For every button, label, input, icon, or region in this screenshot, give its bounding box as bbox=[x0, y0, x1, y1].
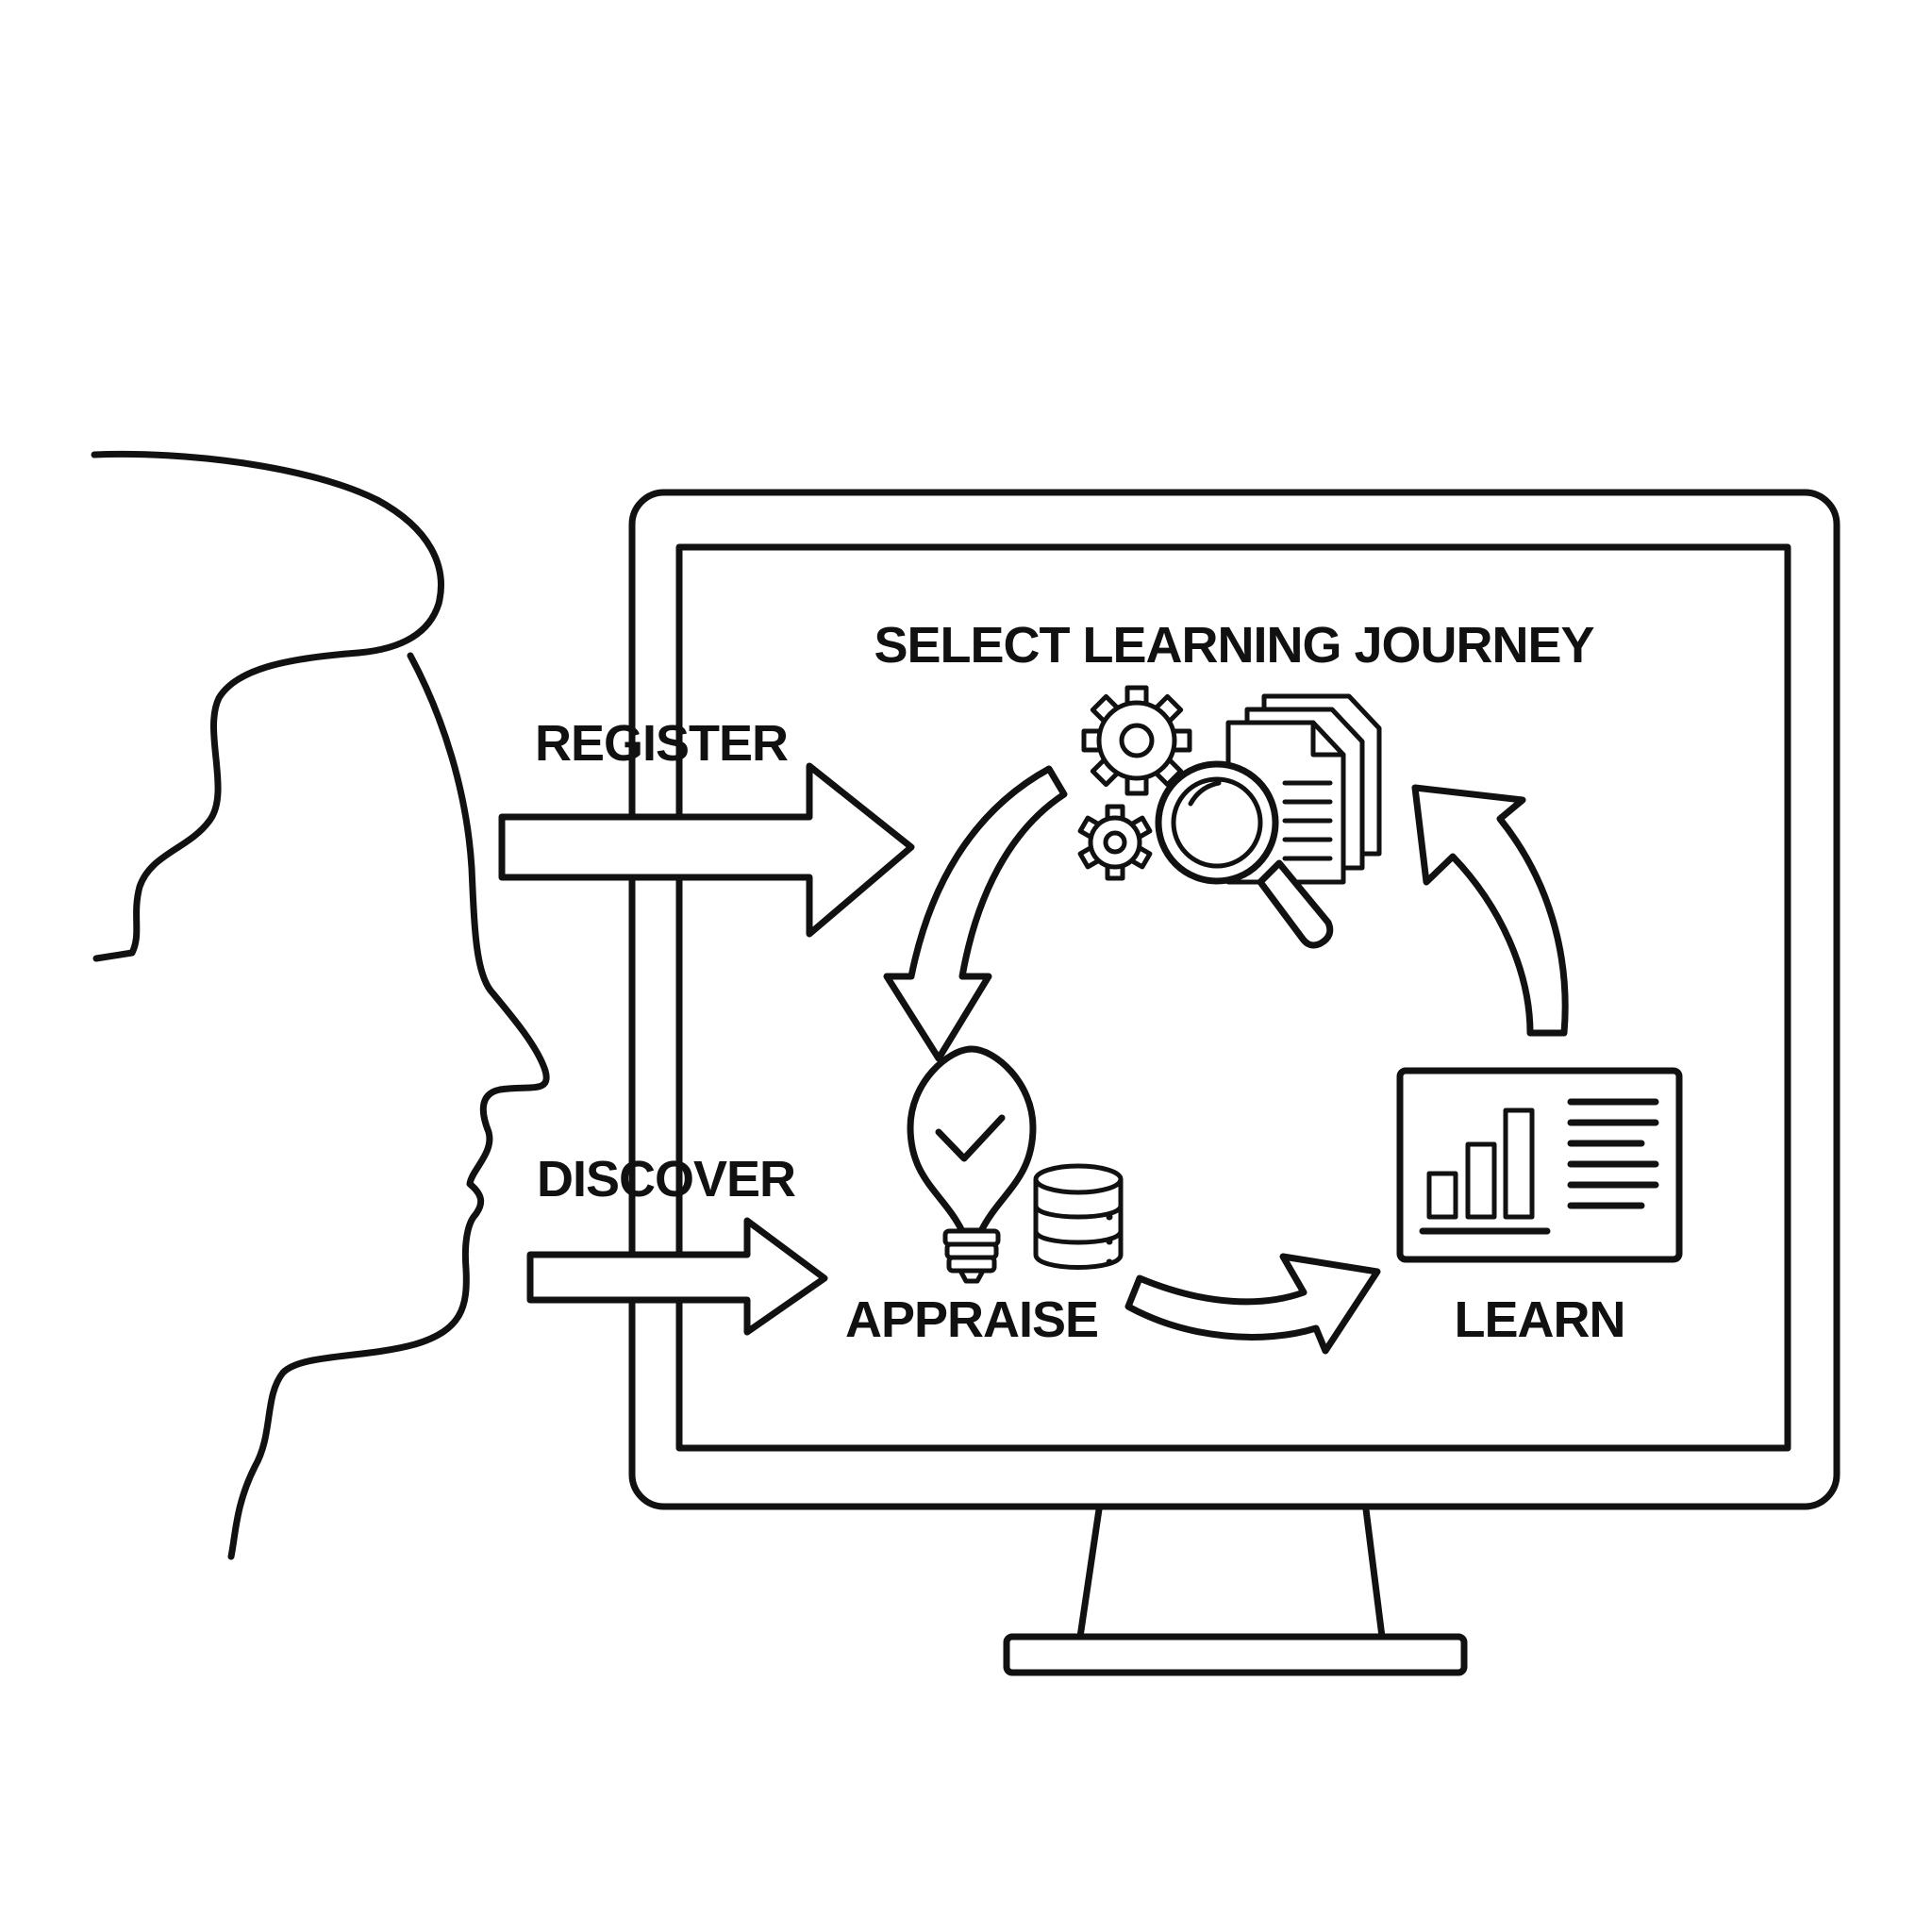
cycle-arrow-appraise-to-learn bbox=[1124, 1253, 1381, 1355]
cycle-arrow-search-to-appraise bbox=[883, 765, 1068, 1062]
register-label[interactable]: REGISTER bbox=[535, 715, 789, 772]
monitor-icon bbox=[628, 489, 1840, 1676]
register-arrow[interactable] bbox=[498, 762, 915, 938]
screen-title: SELECT LEARNING JOURNEY bbox=[874, 617, 1594, 674]
bar-chart-report-icon bbox=[1396, 1067, 1683, 1263]
lightbulb-check-database-icon bbox=[907, 1045, 1124, 1284]
appraise-label: APPRAISE bbox=[845, 1291, 1098, 1348]
discover-label[interactable]: DISCOVER bbox=[537, 1151, 796, 1208]
discover-arrow[interactable] bbox=[526, 1217, 828, 1336]
learn-label: LEARN bbox=[1455, 1291, 1625, 1348]
cycle-arrow-learn-to-search bbox=[1411, 784, 1569, 1037]
gears-documents-magnifier-icon bbox=[1077, 685, 1382, 949]
person-profile-icon bbox=[91, 450, 550, 1560]
